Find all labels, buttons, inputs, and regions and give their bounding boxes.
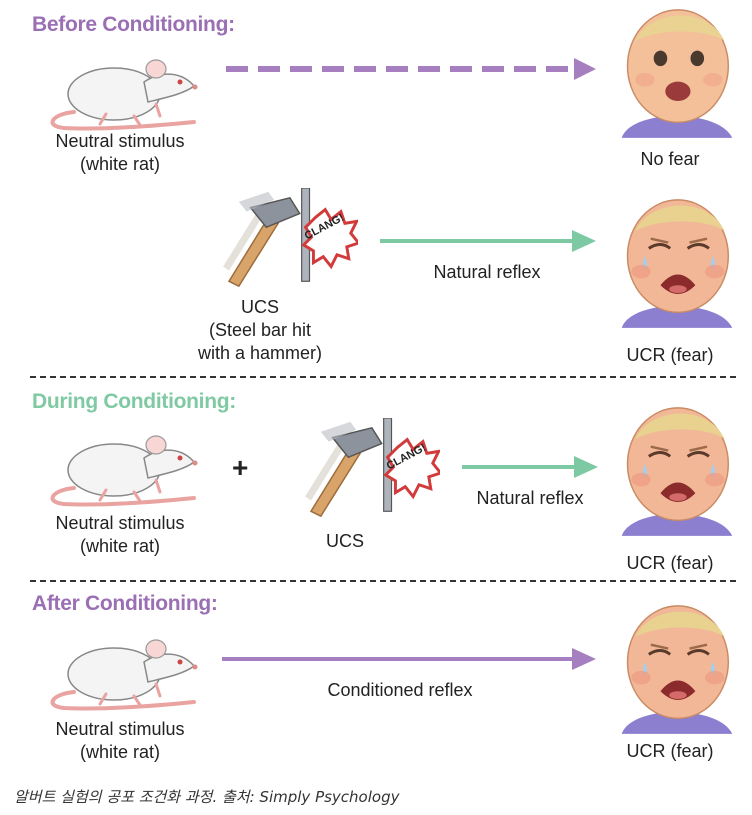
during-neutral-stimulus-label: Neutral stimulus (white rat): [55, 513, 185, 556]
image-caption: 알버트 실험의 공포 조건화 과정. 출처: Simply Psychology: [14, 788, 400, 806]
after-ucr-fear-label: UCR (fear): [626, 741, 714, 761]
white-rat-icon: [44, 42, 204, 132]
baby-crying-icon: [612, 190, 738, 330]
no-fear-label: No fear: [640, 149, 700, 169]
after-neutral-stimulus-label: Neutral stimulus (white rat): [55, 719, 185, 762]
after-conditioning-title: After Conditioning:: [32, 592, 218, 615]
before-conditioning-title: Before Conditioning:: [32, 13, 235, 36]
conditioning-diagram: Before Conditioning: Neutral stimulus (w…: [30, 0, 738, 762]
during-ucr-fear-label: UCR (fear): [626, 553, 714, 573]
ucs-steel-bar-label: UCS (Steel bar hit with a hammer): [197, 297, 323, 363]
before-dashed-arrow: [226, 58, 596, 80]
baby-crying-icon: [612, 596, 738, 736]
section-divider: [30, 580, 736, 582]
after-conditioned-reflex-arrow: [222, 648, 596, 670]
baby-calm-icon: [612, 0, 738, 140]
before-natural-reflex-arrow: [380, 230, 596, 252]
hammer-steel-bar-icon: [208, 188, 358, 296]
during-conditioning-title: During Conditioning:: [32, 390, 236, 413]
before-natural-reflex-label: Natural reflex: [433, 262, 541, 282]
after-conditioned-reflex-label: Conditioned reflex: [327, 680, 473, 700]
during-natural-reflex-label: Natural reflex: [476, 488, 584, 508]
before-neutral-stimulus-label: Neutral stimulus (white rat): [55, 131, 185, 174]
baby-crying-icon: [612, 398, 738, 538]
hammer-steel-bar-icon: [290, 418, 440, 526]
white-rat-icon: [44, 622, 204, 712]
plus-sign: +: [232, 452, 249, 483]
before-ucr-fear-label: UCR (fear): [626, 345, 714, 365]
section-divider: [30, 376, 736, 378]
white-rat-icon: [44, 418, 204, 508]
during-natural-reflex-arrow: [462, 456, 598, 478]
during-ucs-label: UCS: [325, 531, 364, 551]
